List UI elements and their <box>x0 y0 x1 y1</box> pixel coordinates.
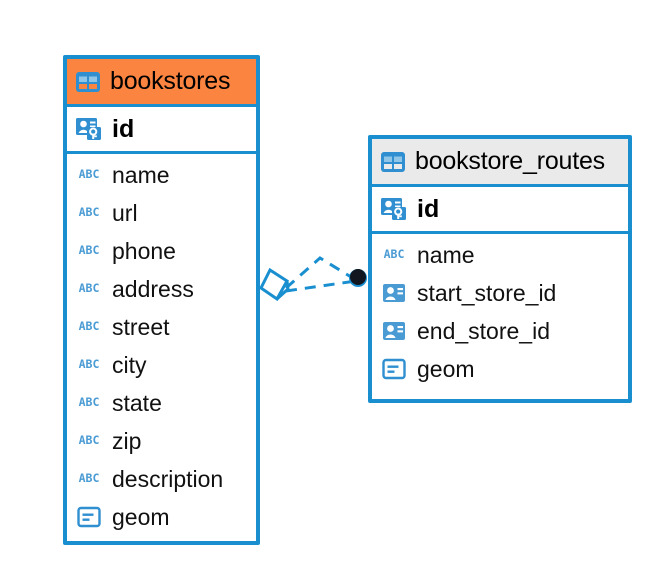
field-row[interactable]: geom <box>372 350 628 388</box>
abc-icon: ABC <box>79 433 100 447</box>
field-row[interactable]: ABC name <box>372 236 628 274</box>
svg-text:ABC: ABC <box>79 319 100 333</box>
abc-icon: ABC <box>79 281 100 295</box>
geometry-icon <box>77 506 101 528</box>
field-label: name <box>417 241 475 268</box>
field-row[interactable]: start_store_id <box>372 274 628 312</box>
field-row[interactable]: ABC name <box>67 156 256 194</box>
field-label: phone <box>112 237 176 264</box>
abc-icon: ABC <box>79 357 100 371</box>
abc-icon: ABC <box>384 247 405 261</box>
entity-primary-key-row-bookstore-routes[interactable]: id <box>372 187 628 234</box>
field-label: geom <box>112 503 170 530</box>
svg-text:ABC: ABC <box>79 471 100 485</box>
entity-field-list-bookstore-routes: ABC name start_store_id <box>372 234 628 388</box>
entity-table-bookstores[interactable]: bookstores id ABC name <box>63 55 260 545</box>
svg-text:ABC: ABC <box>79 433 100 447</box>
field-row[interactable]: ABC state <box>67 384 256 422</box>
entity-header-bookstore-routes[interactable]: bookstore_routes <box>372 139 628 187</box>
field-row[interactable]: ABC url <box>67 194 256 232</box>
foreign-key-icon <box>383 322 405 340</box>
svg-text:ABC: ABC <box>384 247 405 261</box>
field-label: address <box>112 275 194 302</box>
table-icon <box>381 151 405 172</box>
svg-text:ABC: ABC <box>79 167 100 181</box>
field-label: name <box>112 161 170 188</box>
field-label: zip <box>112 427 142 454</box>
relationship-line-lower <box>285 279 357 293</box>
svg-text:ABC: ABC <box>79 281 100 295</box>
svg-text:ABC: ABC <box>79 395 100 409</box>
relationship-target-dot-icon <box>350 269 366 285</box>
entity-primary-key-label: id <box>112 114 135 143</box>
svg-text:ABC: ABC <box>79 205 100 219</box>
entity-field-list-bookstores: ABC name ABC url ABC phone ABC <box>67 154 256 536</box>
entity-title: bookstore_routes <box>415 147 605 175</box>
field-label: end_store_id <box>417 317 550 344</box>
primary-key-icon <box>76 118 101 140</box>
field-row[interactable]: ABC address <box>67 270 256 308</box>
field-label: url <box>112 199 138 226</box>
abc-icon: ABC <box>79 471 100 485</box>
primary-key-icon <box>381 198 406 220</box>
field-row[interactable]: ABC phone <box>67 232 256 270</box>
abc-icon: ABC <box>79 319 100 333</box>
entity-table-bookstore-routes[interactable]: bookstore_routes id ABC name <box>368 135 632 403</box>
field-label: state <box>112 389 162 416</box>
field-row[interactable]: ABC description <box>67 460 256 498</box>
relationship-target-halo-icon <box>349 269 367 287</box>
field-label: city <box>112 351 147 378</box>
abc-icon: ABC <box>79 243 100 257</box>
field-row[interactable]: ABC city <box>67 346 256 384</box>
svg-text:ABC: ABC <box>79 357 100 371</box>
relationship-line-upper <box>285 256 357 290</box>
field-label: street <box>112 313 170 340</box>
relationship-source-diamond-icon <box>259 267 290 302</box>
field-label: description <box>112 465 224 492</box>
foreign-key-icon <box>383 284 405 302</box>
geometry-icon <box>382 358 406 380</box>
field-label: geom <box>417 355 475 382</box>
entity-primary-key-row-bookstores[interactable]: id <box>67 107 256 154</box>
entity-primary-key-label: id <box>417 194 440 223</box>
entity-header-bookstores[interactable]: bookstores <box>67 59 256 107</box>
svg-text:ABC: ABC <box>79 243 100 257</box>
abc-icon: ABC <box>79 395 100 409</box>
field-row[interactable]: geom <box>67 498 256 536</box>
field-label: start_store_id <box>417 279 557 306</box>
abc-icon: ABC <box>79 205 100 219</box>
field-row[interactable]: ABC zip <box>67 422 256 460</box>
table-icon <box>76 71 100 92</box>
abc-icon: ABC <box>79 167 100 181</box>
field-row[interactable]: end_store_id <box>372 312 628 350</box>
field-row[interactable]: ABC street <box>67 308 256 346</box>
entity-title: bookstores <box>110 67 231 95</box>
